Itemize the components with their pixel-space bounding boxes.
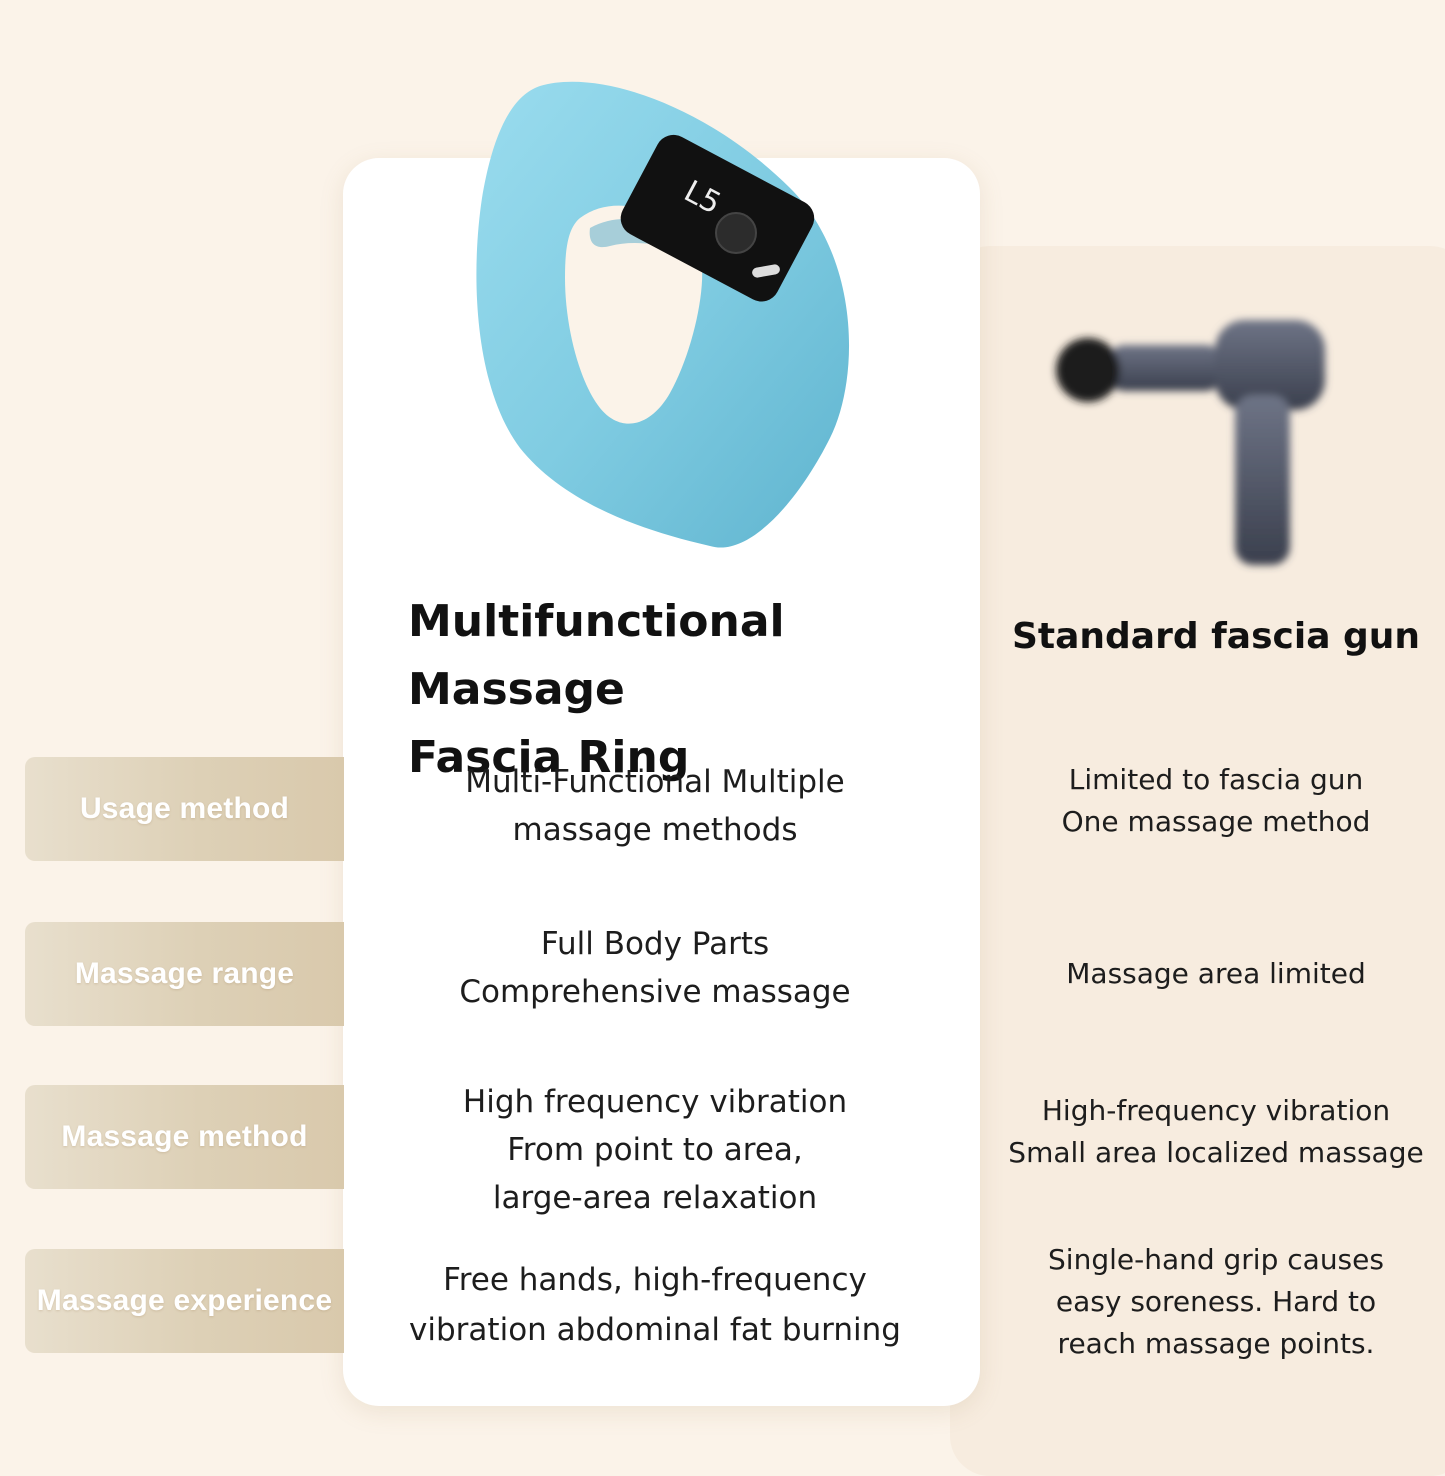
label-massage-experience: Massage experience (25, 1249, 344, 1353)
ring-massage-range: Full Body Parts Comprehensive massage (459, 926, 851, 1010)
ring-title: Multifunctional Massage Fascia Ring (408, 596, 785, 783)
fascia-gun-panel (950, 246, 1445, 1476)
gun-massage-experience: Single-hand grip causes easy soreness. H… (1048, 1243, 1384, 1360)
ring-massage-method: High frequency vibration From point to a… (462, 1084, 848, 1216)
fascia-ring-image: L5 (476, 81, 850, 548)
ring-massage-experience: Free hands, high-frequency vibration abd… (409, 1262, 901, 1348)
ring-usage-method: Multi-Functional Multiple massage method… (465, 764, 845, 848)
gun-massage-range: Massage area limited (1066, 957, 1366, 990)
label-usage-method: Usage method (25, 757, 344, 861)
label-massage-method: Massage method (25, 1085, 344, 1189)
fascia-gun-image (1056, 320, 1325, 565)
label-massage-range: Massage range (25, 922, 344, 1026)
gun-usage-method: Limited to fascia gun One massage method (1061, 763, 1371, 838)
gun-title: Standard fascia gun (1011, 616, 1421, 657)
gun-massage-method: High-frequency vibration Small area loca… (1008, 1094, 1424, 1169)
